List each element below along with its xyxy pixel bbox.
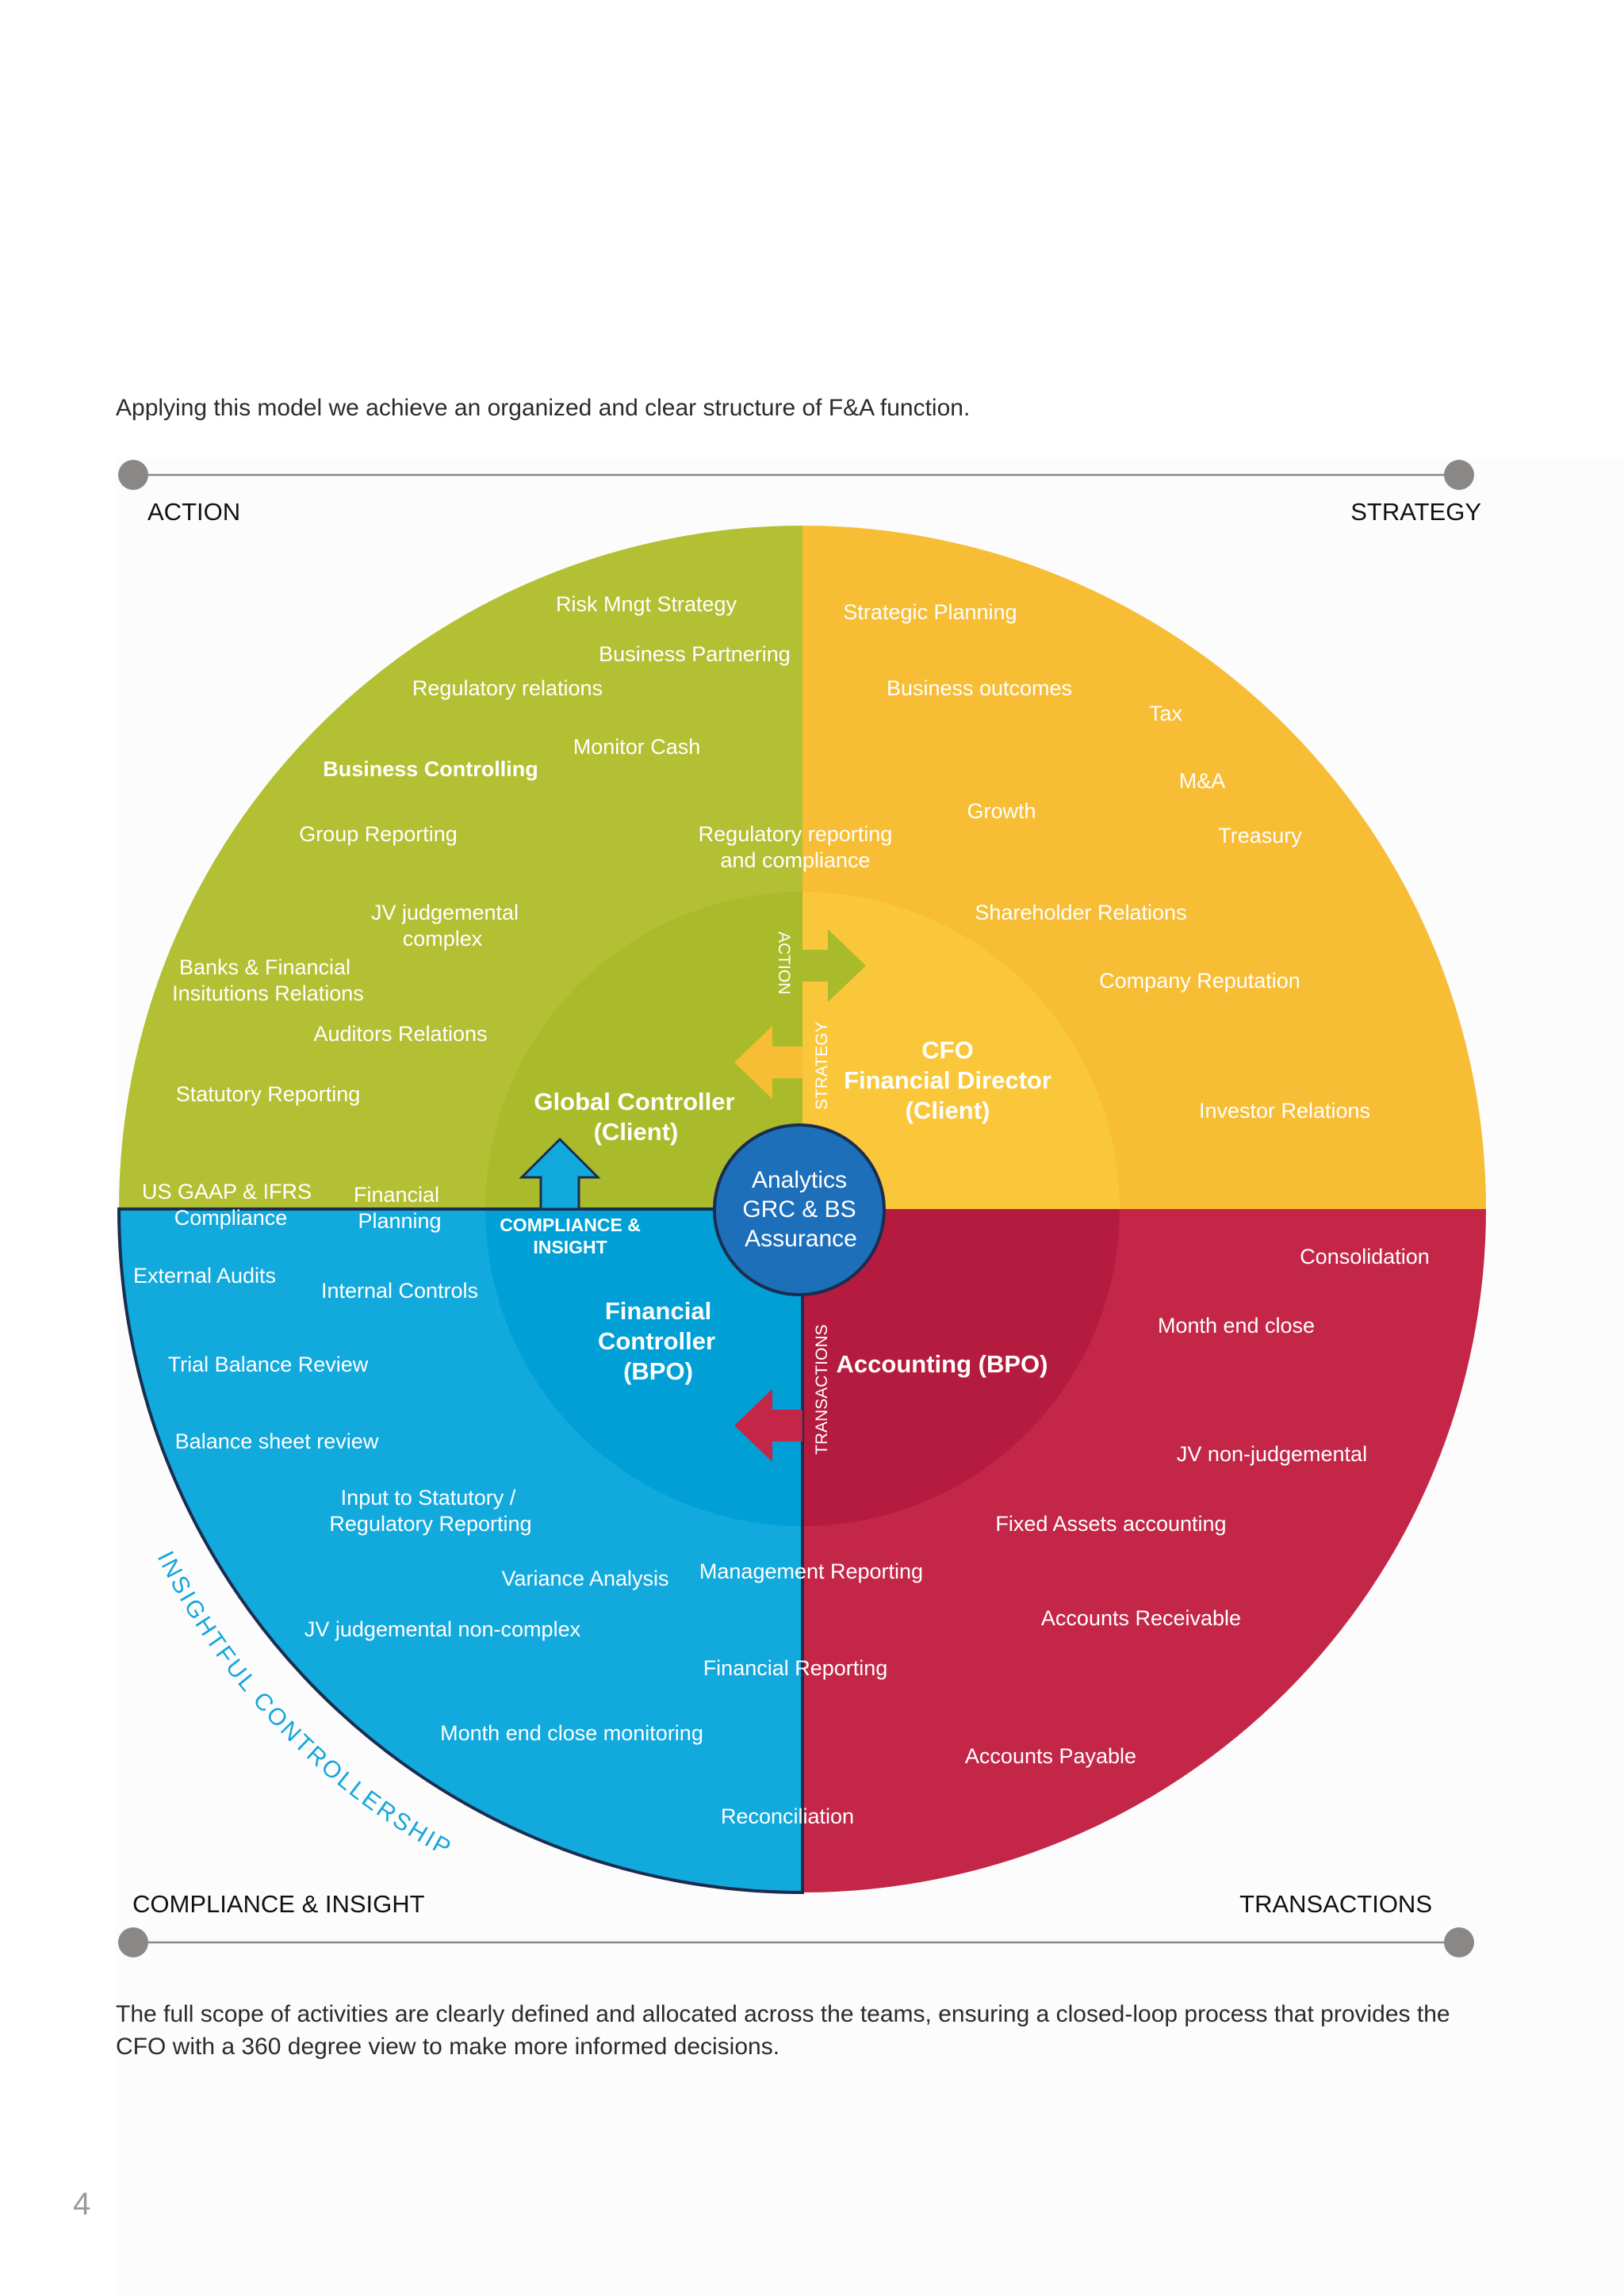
- item-shareholder-relations: Shareholder Relations: [975, 901, 1186, 924]
- item-business-partnering: Business Partnering: [599, 642, 791, 666]
- item-jv-complex-1: JV judgemental: [371, 901, 519, 924]
- role-cfo-2: Financial Director: [844, 1066, 1051, 1094]
- corner-label-compliance: COMPLIANCE & INSIGHT: [132, 1890, 425, 1918]
- item-statutory-reporting: Statutory Reporting: [176, 1082, 361, 1106]
- arrow-transactions-left: [734, 1389, 802, 1462]
- item-balance-sheet-review: Balance sheet review: [175, 1429, 379, 1453]
- bottom-left-dot: [118, 1927, 148, 1957]
- item-growth: Growth: [967, 799, 1036, 823]
- item-input-statutory-1: Input to Statutory /: [341, 1486, 516, 1510]
- item-fixed-assets-accounting: Fixed Assets accounting: [995, 1512, 1226, 1536]
- item-business-controlling: Business Controlling: [323, 757, 538, 781]
- item-auditors-relations: Auditors Relations: [313, 1022, 487, 1046]
- arrow-label-action: ACTION: [775, 932, 793, 994]
- item-business-outcomes: Business outcomes: [887, 676, 1072, 700]
- item-risk-mngt-strategy: Risk Mngt Strategy: [556, 592, 737, 616]
- bottom-right-dot: [1444, 1927, 1474, 1957]
- arrow-label-strategy: STRATEGY: [813, 1021, 831, 1110]
- item-input-statutory-2: Regulatory Reporting: [329, 1512, 531, 1536]
- arrow-label-compliance-1: COMPLIANCE &: [500, 1215, 641, 1235]
- strategy-items: Strategic Planning Business outcomes Tax…: [843, 600, 1370, 1123]
- item-company-reputation: Company Reputation: [1099, 969, 1300, 993]
- center-label-3: Assurance: [745, 1226, 857, 1252]
- item-consolidation: Consolidation: [1300, 1245, 1430, 1269]
- action-items: Risk Mngt Strategy Business Partnering R…: [142, 592, 892, 1233]
- center-label-1: Analytics: [752, 1167, 847, 1193]
- item-variance-analysis: Variance Analysis: [501, 1567, 668, 1590]
- corner-label-strategy: STRATEGY: [1350, 498, 1481, 526]
- item-tax: Tax: [1149, 702, 1183, 725]
- item-internal-controls: Internal Controls: [321, 1279, 478, 1303]
- center-circle: [713, 1123, 886, 1296]
- corner-label-action: ACTION: [147, 498, 240, 526]
- arrow-compliance-up: [519, 1137, 601, 1211]
- role-cfo-1: CFO: [921, 1036, 973, 1064]
- item-regulatory-reporting-2: and compliance: [720, 848, 870, 872]
- top-right-dot: [1444, 460, 1474, 490]
- role-cfo-3: (Client): [906, 1096, 990, 1124]
- item-financial-planning-1: Financial: [354, 1183, 439, 1207]
- item-investor-relations: Investor Relations: [1199, 1099, 1370, 1123]
- role-financial-controller-3: (BPO): [623, 1357, 693, 1385]
- arrow-label-compliance-2: INSIGHT: [533, 1237, 607, 1257]
- item-trial-balance-review: Trial Balance Review: [168, 1353, 369, 1376]
- item-banks-2: Insitutions Relations: [172, 982, 364, 1005]
- item-external-audits: External Audits: [133, 1264, 276, 1288]
- bottom-ruler: [118, 1927, 1474, 1957]
- center-label-2: GRC & BS: [742, 1196, 856, 1223]
- top-ruler: [118, 460, 1474, 490]
- arrow-strategy-left: [734, 1026, 802, 1099]
- inner-action: [485, 892, 802, 1209]
- item-strategic-planning: Strategic Planning: [843, 600, 1017, 624]
- role-global-controller-1: Global Controller: [534, 1088, 734, 1115]
- item-jv-noncomplex: JV judgemental non-complex: [304, 1617, 581, 1641]
- item-reconciliation: Reconciliation: [721, 1804, 854, 1828]
- item-treasury: Treasury: [1218, 824, 1302, 848]
- item-financial-reporting: Financial Reporting: [703, 1656, 888, 1680]
- outro-paragraph: The full scope of activities are clearly…: [116, 2001, 1450, 2060]
- role-financial-controller-2: Controller: [598, 1327, 715, 1355]
- item-jv-non-judgemental: JV non-judgemental: [1177, 1442, 1367, 1466]
- role-accounting: Accounting (BPO): [837, 1350, 1048, 1378]
- item-banks-1: Banks & Financial: [179, 955, 350, 979]
- page-number: 4: [73, 2187, 91, 2221]
- item-us-gaap-1: US GAAP & IFRS: [142, 1180, 312, 1203]
- role-financial-controller-1: Financial: [605, 1297, 711, 1325]
- item-monitor-cash: Monitor Cash: [573, 735, 701, 759]
- inner-compliance: [485, 1209, 802, 1526]
- inner-strategy: [802, 892, 1120, 1209]
- top-left-dot: [118, 460, 148, 490]
- arrow-action-right: [802, 929, 866, 1002]
- item-group-reporting: Group Reporting: [299, 822, 458, 846]
- item-month-end-close-monitoring: Month end close monitoring: [440, 1721, 703, 1745]
- role-global-controller-2: (Client): [594, 1118, 679, 1146]
- item-regulatory-reporting-1: Regulatory reporting: [699, 822, 893, 846]
- compliance-items: External Audits Internal Controls Trial …: [133, 1264, 923, 1828]
- transactions-items: Consolidation Month end close JV non-jud…: [965, 1245, 1430, 1768]
- item-month-end-close: Month end close: [1158, 1314, 1315, 1337]
- arrow-label-transactions: TRANSACTIONS: [813, 1324, 831, 1455]
- corner-label-transactions: TRANSACTIONS: [1239, 1890, 1432, 1918]
- item-management-reporting: Management Reporting: [699, 1559, 923, 1583]
- item-regulatory-relations: Regulatory relations: [412, 676, 603, 700]
- item-financial-planning-2: Planning: [358, 1209, 441, 1233]
- item-jv-complex-2: complex: [403, 927, 483, 951]
- item-ma: M&A: [1179, 769, 1226, 793]
- item-accounts-receivable: Accounts Receivable: [1041, 1606, 1241, 1630]
- intro-paragraph: Applying this model we achieve an organi…: [116, 395, 971, 421]
- item-us-gaap-2: Compliance: [174, 1206, 288, 1230]
- compliance-outline: [117, 1207, 804, 1895]
- item-accounts-payable: Accounts Payable: [965, 1744, 1136, 1768]
- inner-transactions: [802, 1209, 1120, 1526]
